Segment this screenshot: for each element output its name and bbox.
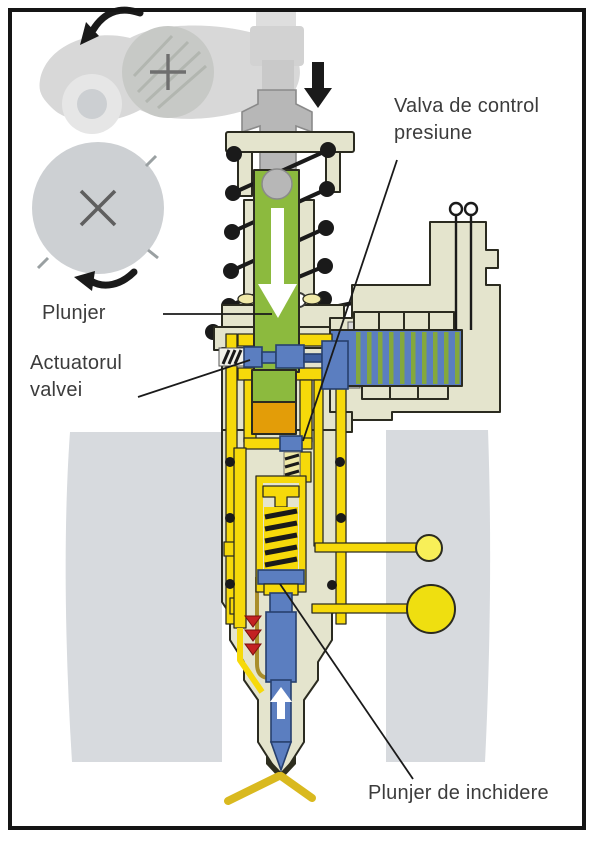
pump-plunger <box>251 168 300 435</box>
pushrod-ball-end <box>261 168 293 200</box>
valve-spool-stem <box>261 351 277 364</box>
rocker-roller <box>77 89 107 119</box>
solenoid <box>329 201 479 400</box>
solenoid-armature <box>321 340 349 390</box>
fuel-ports <box>311 534 456 634</box>
fuel-line-supply <box>311 603 409 614</box>
pilot-spring <box>284 453 300 477</box>
nozzle-spring-coils <box>264 508 298 568</box>
rocker-arm <box>39 12 304 134</box>
plunger-foot <box>251 369 297 403</box>
leader-valve-actuator <box>137 359 251 398</box>
pivot-cross-icon <box>150 54 186 90</box>
label-pressure-control-valve: Valva de control presiune <box>394 95 540 144</box>
fuel-flow-red-arrows-icon <box>244 615 262 656</box>
nozzle-feed-left <box>233 447 247 629</box>
o-ring-seals <box>225 457 346 590</box>
fuel-line-return <box>314 542 419 553</box>
cam-tick-marks <box>36 154 159 270</box>
valve-spring <box>221 349 243 365</box>
needle-lift-arrow-icon <box>270 687 292 719</box>
fuel-channel-right <box>335 371 347 625</box>
needle-body <box>265 611 297 683</box>
leader-pressure-control-valve <box>302 159 398 442</box>
valve-spool-land-right <box>275 344 305 369</box>
adjuster-locknut <box>256 12 296 30</box>
electrical-terminal-right <box>463 201 479 217</box>
leader-lines <box>137 159 414 780</box>
cam-cross-icon <box>79 189 117 227</box>
electrical-terminal-left <box>448 201 464 217</box>
leader-closing-plunger <box>279 583 414 780</box>
lamination-comb-top <box>353 311 455 331</box>
nozzle-feed-diagonal <box>237 628 265 694</box>
needle-tip <box>269 741 293 773</box>
engine-block-left <box>65 432 222 762</box>
adjuster-screw <box>250 26 304 66</box>
lamination-comb-bottom <box>361 385 449 400</box>
chamber-channel-bottom <box>243 437 313 450</box>
pivot-hatching <box>132 34 207 110</box>
valve-spool-land-left <box>243 346 263 368</box>
cam <box>32 142 164 274</box>
metering-chamber <box>251 401 297 435</box>
spring-seat-right <box>302 293 322 305</box>
closing-plunger <box>265 592 297 773</box>
fuel-port-large <box>406 584 456 634</box>
solenoid-coil <box>329 329 463 387</box>
cam-force-down-arrow-icon <box>304 62 332 108</box>
label-closing-plunger: Plunjer de inchidere <box>368 782 549 804</box>
label-valve-actuator: Actuatorul valvei <box>30 352 123 401</box>
control-valve <box>218 340 349 390</box>
spring-seat <box>257 569 305 585</box>
solenoid-coil-windings <box>356 332 460 384</box>
cam-rotation-arrow-icon <box>74 268 138 291</box>
valve-rod <box>303 353 323 363</box>
label-plunger: Plunjer <box>42 302 106 324</box>
pilot-valve-body <box>279 435 303 452</box>
plunger-flow-down-arrow-icon <box>258 208 297 318</box>
nozzle-spring-assembly <box>255 475 307 596</box>
fuel-spray-icon <box>224 756 316 805</box>
pressure-control-valve <box>279 435 303 479</box>
fuel-port-small <box>415 534 443 562</box>
